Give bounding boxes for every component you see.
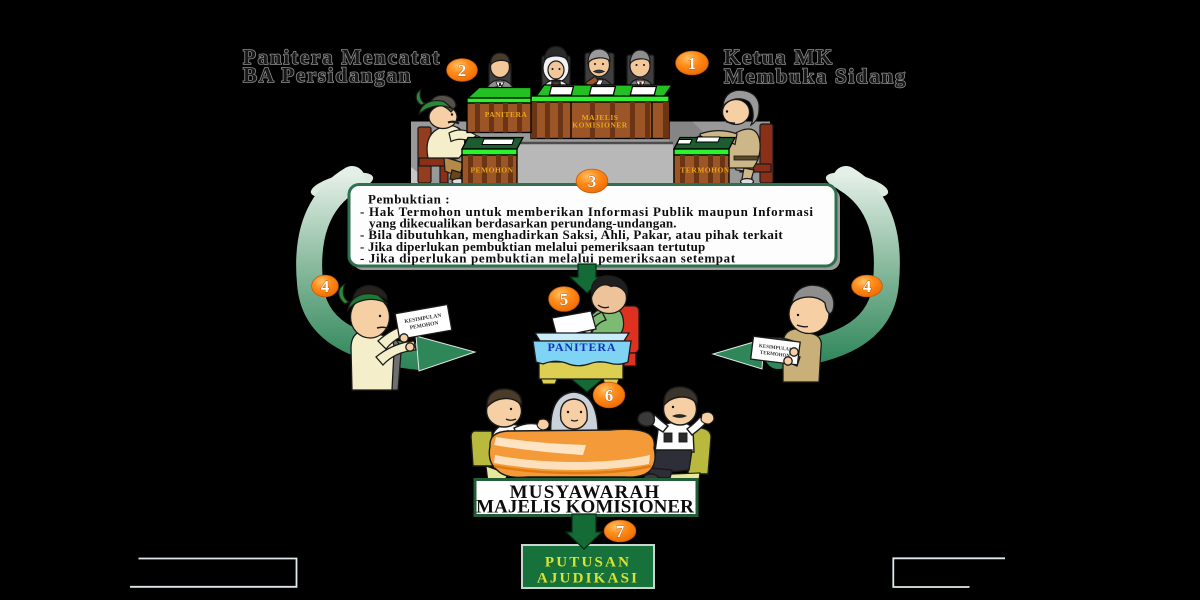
svg-text:PEMOHON: PEMOHON bbox=[409, 320, 439, 331]
svg-text:2: 2 bbox=[458, 61, 467, 80]
svg-text:1: 1 bbox=[688, 54, 697, 73]
svg-text:3: 3 bbox=[588, 172, 597, 191]
svg-text:yang dikecualikan berdasarkan: yang dikecualikan berdasarkan perundang-… bbox=[369, 216, 677, 231]
svg-text:4: 4 bbox=[321, 277, 330, 296]
svg-text:- Jika diperlukan pembuktian m: - Jika diperlukan pembuktian melalui pem… bbox=[360, 239, 705, 254]
svg-text:7: 7 bbox=[616, 522, 625, 541]
svg-text:- Bila dibutuhkan, menghadirka: - Bila dibutuhkan, menghadirkan Saksi, A… bbox=[360, 227, 783, 242]
svg-text:Pembuktian :: Pembuktian : bbox=[368, 192, 450, 207]
svg-text:TERMOHON: TERMOHON bbox=[760, 351, 791, 360]
svg-text:MAJELIS: MAJELIS bbox=[582, 113, 619, 122]
svg-text:AJUDIKASI: AJUDIKASI bbox=[537, 571, 639, 587]
svg-text:- Jika diperlukan pembuktian m: - Jika diperlukan pembuktian melalui pem… bbox=[360, 251, 736, 266]
svg-text:PUTUSAN: PUTUSAN bbox=[545, 555, 631, 571]
svg-text:Ketua MK: Ketua MK bbox=[724, 45, 834, 69]
svg-text:Panitera Mencatat: Panitera Mencatat bbox=[243, 45, 441, 69]
svg-text:5: 5 bbox=[560, 290, 569, 309]
svg-text:BA Persidangan: BA Persidangan bbox=[243, 63, 412, 87]
svg-text:- Hak Termohon untuk memberika: - Hak Termohon untuk memberikan Informas… bbox=[360, 204, 814, 219]
svg-text:PANITERA: PANITERA bbox=[485, 110, 528, 119]
svg-text:Membuka Sidang: Membuka Sidang bbox=[724, 64, 907, 88]
svg-text:KESIMPULAN: KESIMPULAN bbox=[759, 344, 794, 353]
svg-text:MUSYAWARAH: MUSYAWARAH bbox=[510, 482, 661, 503]
svg-text:PANITERA: PANITERA bbox=[548, 340, 617, 354]
svg-text:6: 6 bbox=[605, 386, 614, 405]
svg-text:MAJELIS KOMISIONER: MAJELIS KOMISIONER bbox=[476, 497, 694, 518]
svg-text:4: 4 bbox=[863, 277, 872, 296]
svg-text:PEMOHON: PEMOHON bbox=[470, 166, 513, 175]
svg-text:KOMISIONER: KOMISIONER bbox=[572, 121, 628, 130]
svg-text:TERMOHON: TERMOHON bbox=[680, 166, 730, 175]
